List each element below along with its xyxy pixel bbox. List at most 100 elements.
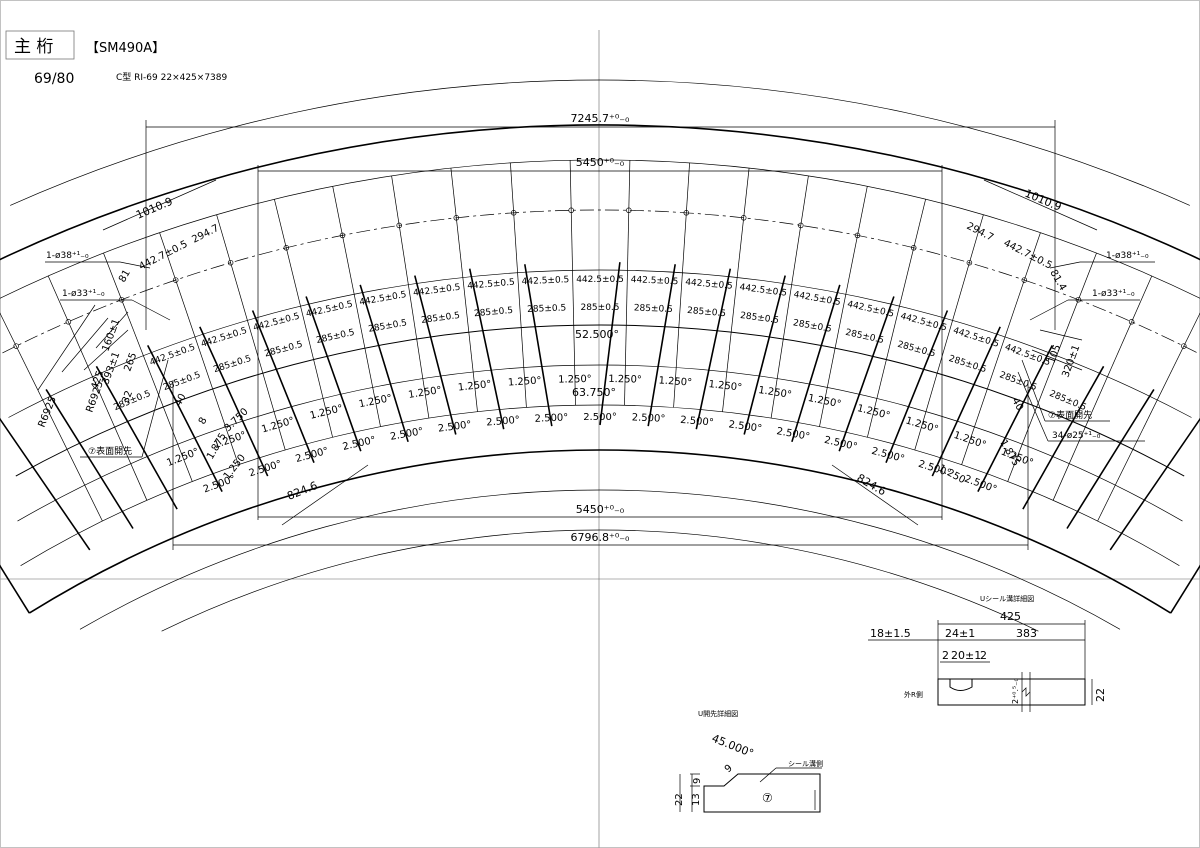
bolt-hole	[510, 210, 517, 216]
bolt-hole	[683, 210, 690, 216]
radial-division-line	[1007, 252, 1097, 482]
girder-outer-edge	[0, 124, 1200, 261]
u-seal-depth: 2⁺⁰.⁵₋₀	[1011, 678, 1020, 704]
pitch-label-442: 442.5±0.5	[359, 290, 408, 308]
stiffener-line	[838, 296, 895, 452]
stiffener-line	[977, 345, 1054, 492]
pitch-label-285: 285±0.5	[844, 328, 884, 346]
pitch-label-285: 285±0.5	[739, 311, 779, 326]
radial-division-line	[770, 175, 809, 419]
inner-reference-arc	[79, 489, 1121, 630]
hole-25-note: 34-ø25⁺¹₋₀	[1052, 431, 1101, 441]
u-seal-groove-detail: Uシール溝詳細図 425 18±1.5 24±1 383 2 20±1 2 2⁺…	[868, 594, 1107, 712]
right-dim-40: 40	[1009, 396, 1025, 412]
part-spec: C型 RI-69 22×425×7389	[116, 72, 228, 83]
segment-label-1250: 1.250°	[408, 385, 443, 401]
segment-label-2500: 2.500°	[870, 446, 905, 465]
bolt-hole	[798, 222, 804, 229]
stiffener-line	[45, 388, 134, 529]
radial-division-line	[159, 232, 239, 465]
girder-end-left	[0, 564, 30, 614]
radial-division-line	[216, 214, 286, 450]
u-bevel-dim-22: 22	[674, 793, 685, 806]
stiffener-line	[647, 264, 676, 427]
u-seal-side-label: 外R側	[904, 690, 923, 699]
pitch-label-442: 442.5±0.5	[793, 290, 842, 308]
bolt-hole	[396, 222, 402, 229]
pitch-label-442: 442.5±0.5	[148, 343, 196, 369]
stiffener-line	[931, 326, 1001, 477]
pitch-label-285: 285±0.5	[580, 303, 619, 313]
pitch-label-285: 285±0.5	[162, 370, 202, 393]
hole-38-right: 1-ø38⁺¹₋₀	[1106, 251, 1149, 261]
bolt-hole	[65, 319, 72, 325]
segment-label-1250: 1.250°	[708, 379, 743, 394]
radial-division-line	[510, 162, 527, 408]
stiffener-line	[1066, 388, 1155, 529]
segment-label-2500: 2.500°	[342, 435, 377, 453]
pitch-label-442: 442.5±0.5	[846, 300, 895, 320]
radial-division-line	[569, 160, 576, 406]
pitch-label-442: 442.5±0.5	[305, 300, 354, 320]
u-bevel-dim-13: 13	[691, 793, 702, 806]
pitch-label-285: 285±0.5	[212, 354, 252, 375]
bolt-hole	[568, 207, 574, 214]
outer-reference-arc	[10, 79, 1190, 206]
pitch-label-285: 285±0.5	[634, 303, 673, 315]
stiffener-line	[146, 345, 223, 492]
bolt-hole	[626, 207, 632, 214]
stiffener-line	[1022, 365, 1105, 510]
right-dim-320: 320±1	[1060, 343, 1082, 379]
pitch-label-442: 442.5±0.5	[739, 283, 788, 299]
stiffener-line	[199, 326, 269, 477]
callouts: 1-ø38⁺¹₋₀ 1-ø33⁺¹₋₀ 1-ø38⁺¹₋₀ 1-ø33⁺¹₋₀ …	[45, 251, 1155, 458]
bolt-hole	[854, 232, 861, 239]
radial-division-line	[673, 162, 690, 408]
stiffener-line	[1109, 417, 1200, 551]
u-seal-plate	[937, 678, 1086, 706]
right-dim-1250-end: 1.250	[937, 463, 967, 486]
radial-division-line	[819, 186, 868, 427]
pitch-label-442: 442.5±0.5	[630, 275, 678, 287]
u-seal-dim-d: 2	[942, 649, 949, 662]
member-label: 主 桁	[14, 37, 53, 57]
dim-end-right: 1010.9	[1023, 187, 1064, 214]
dim-end-left: 1010.9	[134, 195, 175, 222]
u-bevel-seal-label: シール溝側	[788, 759, 823, 768]
segment-label-2500: 2.500°	[963, 474, 998, 496]
stiffener-line	[0, 417, 91, 551]
pitch-label-285: 285±0.5	[998, 370, 1038, 393]
radial-division-line	[103, 252, 193, 482]
inner-dimension-arc	[161, 529, 1039, 632]
stiffener-line	[305, 296, 362, 452]
segment-label-1250: 1.250°	[904, 416, 939, 436]
member-label-box	[5, 30, 75, 60]
pitch-label-285: 285±0.5	[947, 354, 987, 375]
segment-label-2500: 2.500°	[631, 412, 665, 424]
u-bevel-dim-9a: 9	[692, 778, 703, 784]
radial-division-line	[1052, 275, 1153, 501]
bolt-hole	[910, 245, 917, 251]
stiffener-line	[743, 275, 786, 435]
segment-label-1250: 1.250°	[260, 416, 295, 436]
segment-label-2500: 2.500°	[534, 412, 568, 424]
pitch-label-285: 285±0.5	[474, 306, 514, 319]
segment-label-2500: 2.500°	[583, 412, 617, 423]
bolt-hole	[227, 259, 234, 266]
bolt-hole	[1181, 343, 1187, 349]
girder-web-line-d	[20, 404, 1180, 567]
u-seal-dim-c: 383	[1016, 627, 1037, 640]
segment-label-1250: 1.250°	[558, 374, 592, 386]
stiffener-line	[251, 310, 315, 463]
radial-division-line	[391, 175, 430, 419]
bolt-hole	[339, 232, 346, 239]
stiffener-line	[791, 284, 841, 443]
segment-label-1250: 1.250°	[658, 375, 692, 388]
segment-label-2500: 2.500°	[294, 446, 329, 465]
pitch-label-442: 442.5±0.5	[685, 278, 733, 292]
radial-division-line	[0, 312, 103, 522]
piece-count: 69/80	[34, 71, 74, 87]
u-seal-dim-b: 24±1	[945, 627, 975, 640]
u-bevel-title: U開先詳細図	[698, 709, 738, 718]
